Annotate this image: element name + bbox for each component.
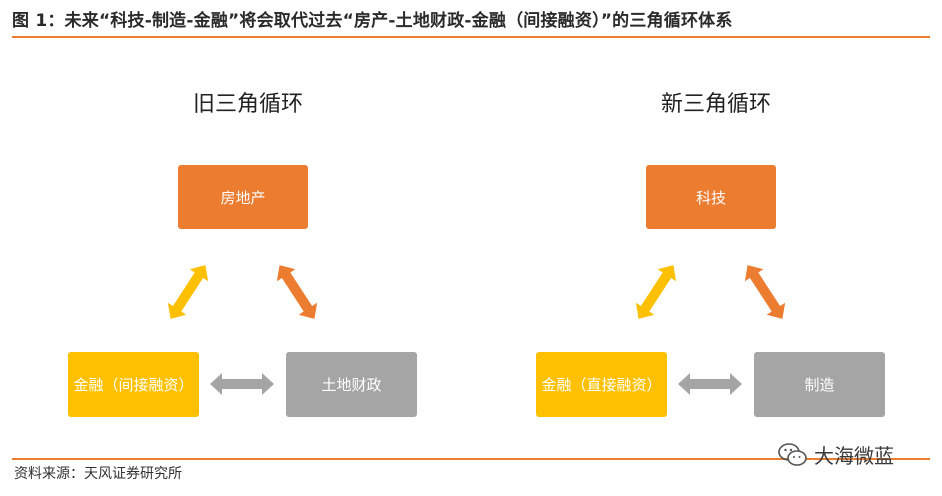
- old-horizontal-arrow: [210, 373, 274, 395]
- top-divider: [12, 36, 930, 38]
- new-right-box: 制造: [754, 352, 885, 417]
- new-top-box: 科技: [646, 165, 776, 229]
- new-left-diagonal-arrow: [629, 259, 683, 325]
- old-right-box: 土地财政: [286, 352, 417, 417]
- wechat-icon: [778, 442, 807, 466]
- figure-title: 图 1：未来“科技-制造-金融”将会取代过去“房产-土地财政-金融（间接融资）”…: [12, 11, 733, 31]
- watermark-text: 大海微蓝: [814, 444, 894, 468]
- old-left-box: 金融（间接融资）: [68, 352, 199, 417]
- old-right-diagonal-arrow: [270, 259, 324, 325]
- old-cycle-title: 旧三角循环: [192, 92, 303, 117]
- source-note: 资料来源：天风证券研究所: [14, 466, 182, 482]
- old-left-diagonal-arrow: [161, 259, 215, 325]
- bottom-divider: [12, 458, 930, 460]
- new-cycle-title: 新三角循环: [660, 92, 771, 117]
- new-horizontal-arrow: [678, 373, 742, 395]
- new-left-box: 金融（直接融资）: [536, 352, 667, 417]
- watermark: 大海微蓝: [778, 440, 894, 469]
- old-top-box: 房地产: [178, 165, 308, 229]
- new-right-diagonal-arrow: [738, 259, 792, 325]
